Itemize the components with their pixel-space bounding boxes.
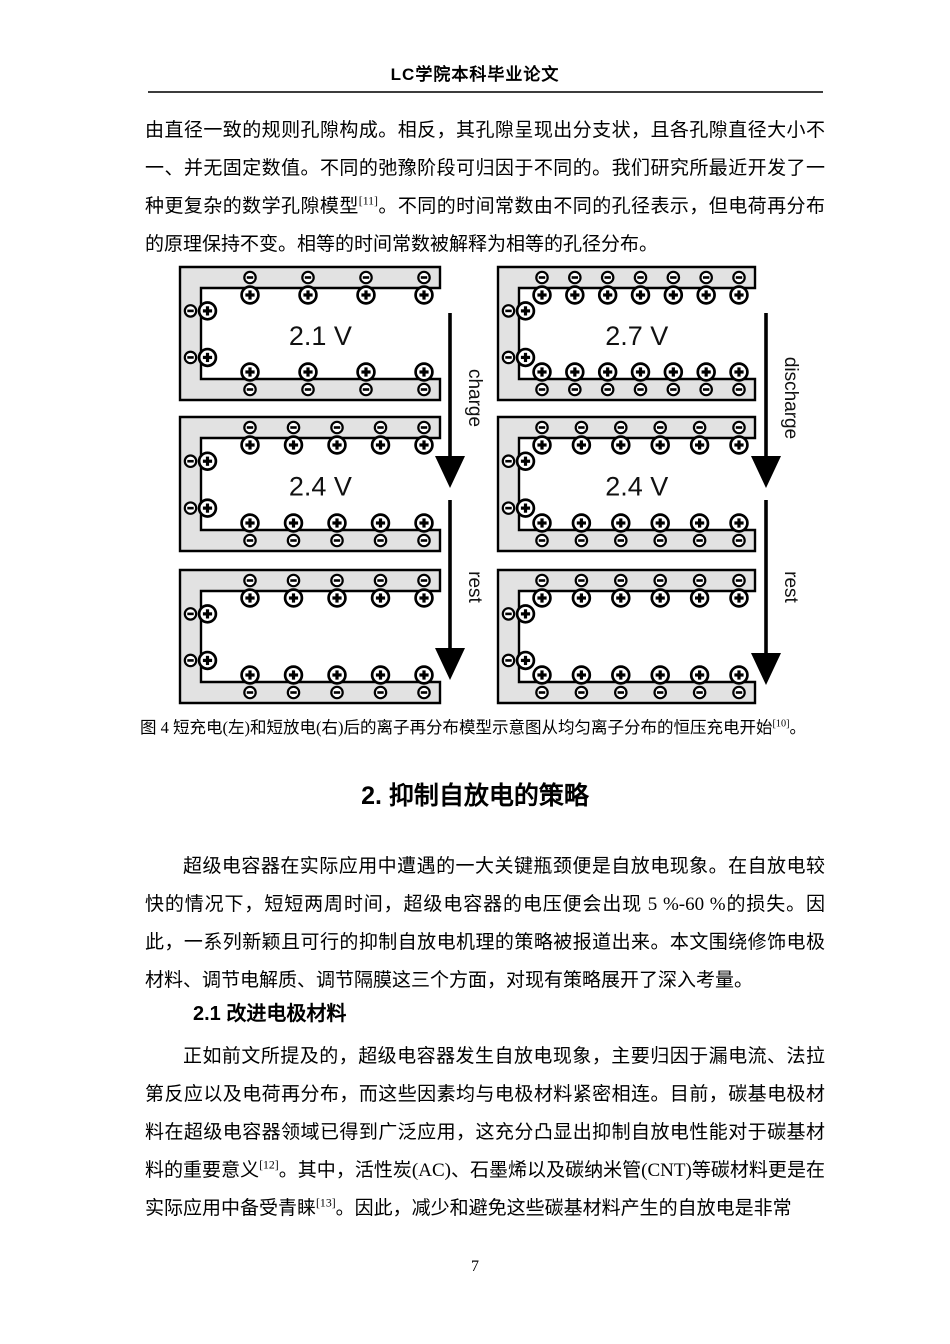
electrode-band (178, 265, 442, 402)
subsection-heading-electrode-materials: 2.1 改进电极材料 (193, 1003, 347, 1025)
electrode-band (178, 568, 442, 705)
arrowhead-icon (751, 653, 781, 685)
citation-superscript: [10] (772, 718, 790, 730)
header-rule (148, 91, 823, 93)
process-label: discharge (780, 357, 801, 439)
electrode-band (178, 415, 442, 553)
arrowhead-icon (751, 456, 781, 488)
electrode-band (496, 415, 757, 553)
rest-arrow-right: rest (751, 500, 801, 685)
discharge-arrow: discharge (751, 313, 801, 488)
cell-left-charged-2.1V: 2.1 V (178, 265, 442, 402)
cell-right-rested (496, 568, 757, 705)
figure-ion-redistribution-model: 2.1 V 2.7 V 2.4 V 2.4 V charge rest discharge r… (178, 265, 801, 705)
citation-superscript: [12] (259, 1158, 279, 1172)
cell-right-after-discharge: 2.4 V (496, 415, 757, 553)
process-label: charge (464, 369, 485, 427)
citation-superscript: [11] (358, 194, 378, 208)
arrowhead-icon (435, 648, 465, 680)
electrode-band (496, 265, 757, 402)
voltage-label: 2.4 V (605, 472, 668, 502)
page-number: 7 (471, 1258, 479, 1275)
electrode-band (496, 568, 757, 705)
figure-caption: 图 4 短充电(左)和短放电(右)后的离子再分布模型示意图从均匀离子分布的恒压充… (140, 718, 807, 737)
citation-superscript: [13] (316, 1196, 336, 1210)
cell-left-after-charge: 2.4 V (178, 415, 442, 553)
cell-left-rested (178, 568, 442, 705)
voltage-label: 2.4 V (289, 472, 352, 502)
paragraph-pore-model: 由直径一致的规则孔隙构成。相反，其孔隙呈现出分支状，且各孔隙直径大小不一、并无固… (145, 120, 825, 255)
cell-right-charged-2.7V: 2.7 V (496, 265, 757, 402)
charge-arrow: charge (435, 313, 485, 488)
voltage-label: 2.1 V (289, 321, 352, 351)
process-label: rest (780, 571, 801, 603)
page-header-title: LC学院本科毕业论文 (390, 65, 560, 84)
process-label: rest (464, 571, 485, 603)
rest-arrow-left: rest (435, 500, 485, 680)
paragraph-self-discharge-intro: 超级电容器在实际应用中遭遇的一大关键瓶颈便是自放电现象。在自放电较快的情况下，短… (145, 856, 825, 991)
paragraph-electrode-materials: 正如前文所提及的，超级电容器发生自放电现象，主要归因于漏电流、法拉第反应以及电荷… (145, 1046, 825, 1219)
voltage-label: 2.7 V (605, 321, 668, 351)
arrowhead-icon (435, 456, 465, 488)
section-heading-suppression-strategies: 2. 抑制自放电的策略 (361, 782, 589, 810)
